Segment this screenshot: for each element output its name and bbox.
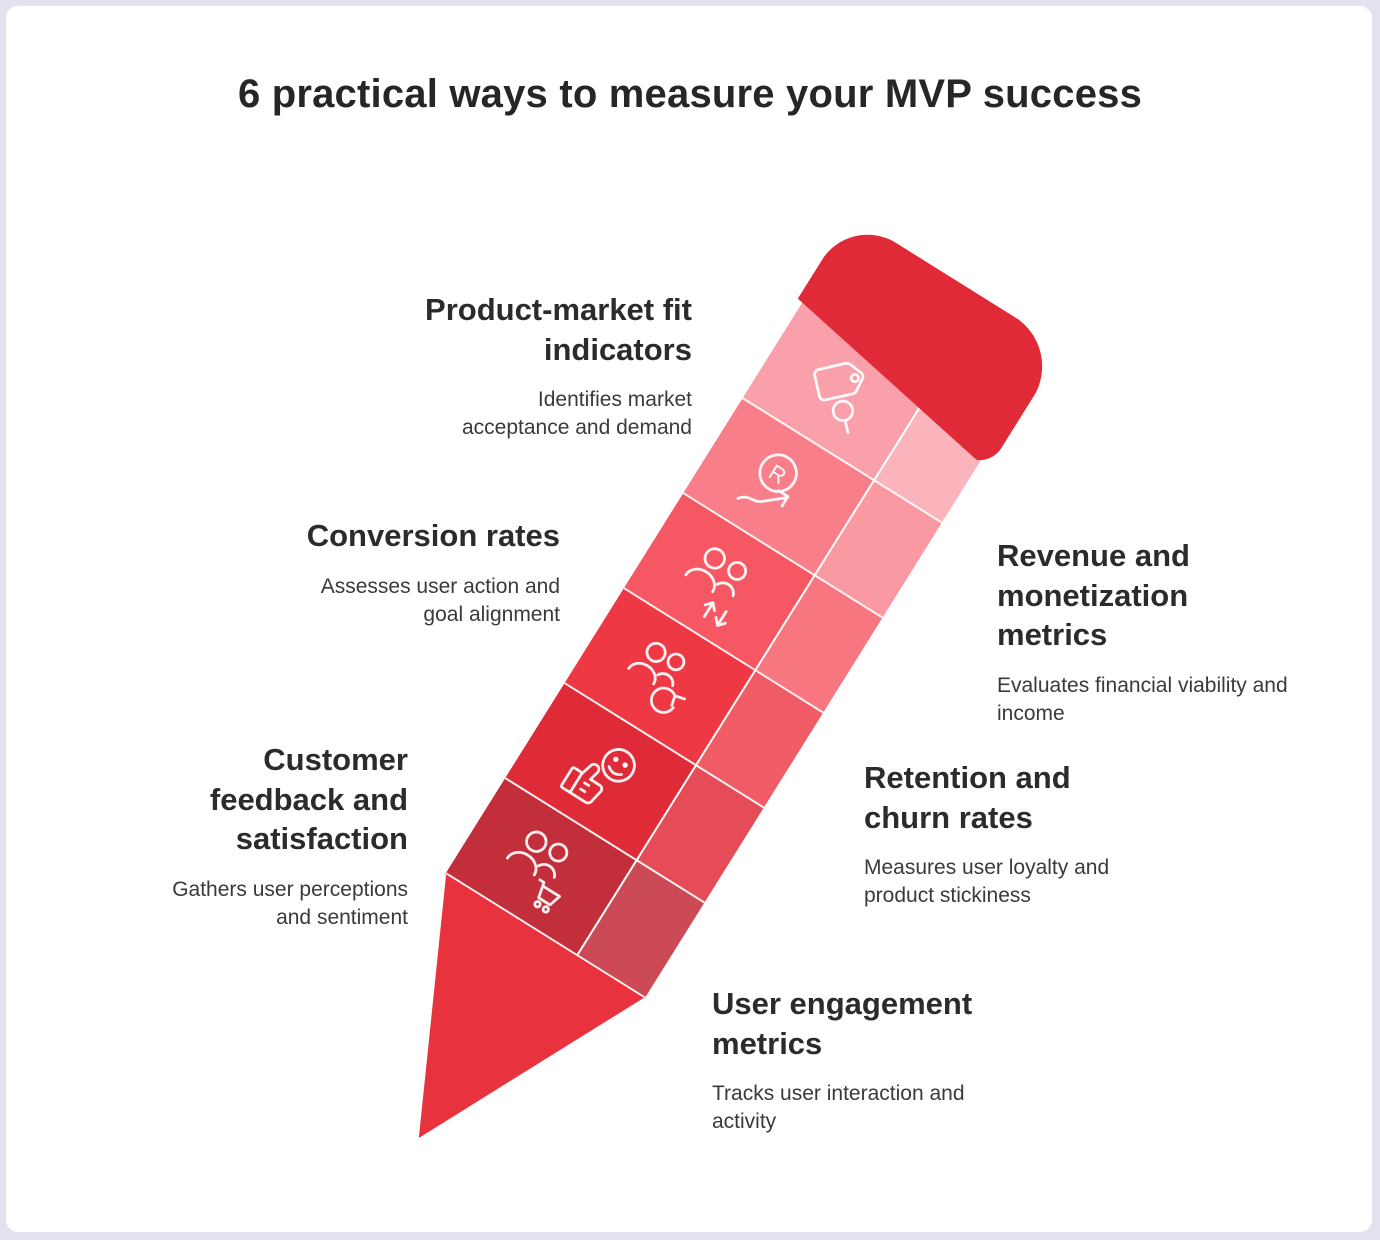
label-revenue-monetization: Revenue and monetization metrics Evaluat… (997, 536, 1317, 728)
users-updown-icon (684, 547, 748, 627)
pencil-segment-revenue: R (682, 397, 943, 619)
pencil-diagram: R (320, 217, 1055, 1198)
pencil-segment-engagement (445, 777, 706, 999)
label-heading: Product-market fit indicators (425, 292, 692, 367)
pencil-segment-product-market-fit (743, 302, 1002, 522)
label-subtext: Evaluates financial viability and income (997, 674, 1288, 725)
label-heading: Revenue and monetization metrics (997, 538, 1190, 653)
label-heading: Retention and churn rates (864, 760, 1071, 835)
users-cart-icon (505, 830, 569, 914)
label-heading: User engagement metrics (712, 986, 973, 1061)
thumbs-up-smiley-icon (559, 748, 636, 805)
label-customer-feedback: Customer feedback and satisfaction Gathe… (138, 740, 408, 932)
tag-search-icon (813, 361, 865, 435)
revenue-growth-icon: R (736, 453, 798, 508)
users-refresh-icon (627, 641, 686, 714)
label-retention-churn: Retention and churn rates Measures user … (864, 758, 1174, 910)
label-conversion-rates: Conversion rates Assesses user action an… (260, 516, 560, 629)
svg-text:R: R (764, 459, 791, 489)
pencil-segment-retention (564, 587, 824, 809)
pencil-segment-feedback (504, 682, 765, 904)
label-subtext: Identifies market acceptance and demand (461, 388, 692, 440)
label-heading: Conversion rates (306, 518, 560, 553)
label-subtext: Gathers user perceptions and sentiment (172, 878, 408, 929)
page-title: 6 practical ways to measure your MVP suc… (237, 72, 1143, 116)
pencil-segment-conversion (623, 492, 884, 714)
label-subtext: Tracks user interaction and activity (712, 1082, 965, 1134)
label-user-engagement: User engagement metrics Tracks user inte… (712, 984, 1052, 1136)
label-subtext: Measures user loyalty and product sticki… (864, 856, 1110, 908)
label-subtext: Assesses user action and goal alignment (320, 574, 560, 626)
label-product-market-fit: Product-market fit indicators Identifies… (382, 290, 692, 442)
label-heading: Customer feedback and satisfaction (209, 742, 408, 857)
